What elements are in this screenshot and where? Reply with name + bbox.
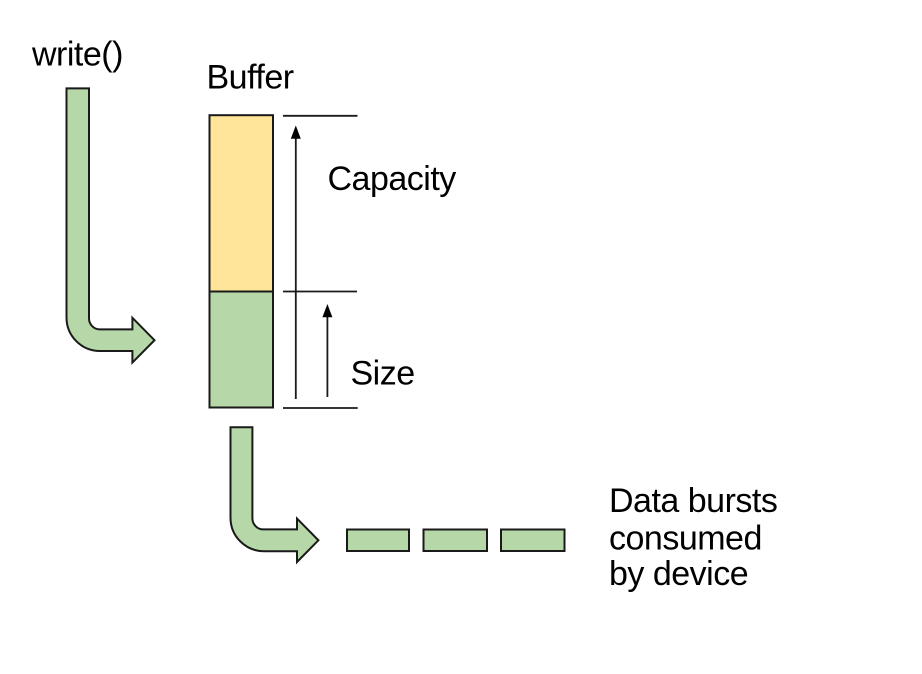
svg-text:write(): write() bbox=[31, 36, 123, 74]
svg-text:Size: Size bbox=[351, 355, 415, 393]
svg-text:Buffer: Buffer bbox=[207, 59, 294, 97]
svg-text:by device: by device bbox=[609, 555, 748, 593]
svg-text:Data bursts: Data bursts bbox=[609, 482, 777, 520]
svg-text:consumed: consumed bbox=[609, 520, 762, 558]
svg-text:Capacity: Capacity bbox=[328, 160, 457, 198]
